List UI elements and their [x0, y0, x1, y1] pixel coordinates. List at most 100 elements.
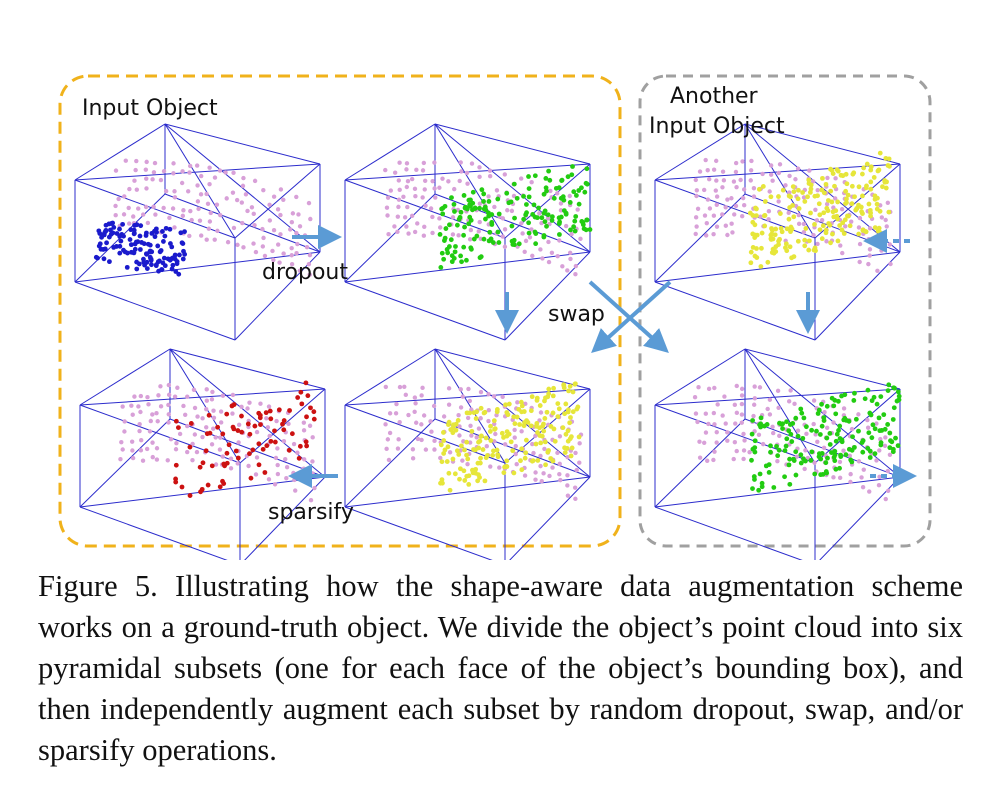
- point: [791, 254, 797, 260]
- point: [270, 248, 275, 254]
- point: [272, 428, 277, 434]
- point: [519, 221, 524, 226]
- point: [860, 171, 865, 177]
- point: [587, 227, 593, 232]
- box-edge: [434, 193, 591, 253]
- point: [752, 449, 758, 455]
- point: [877, 208, 883, 214]
- point: [152, 228, 157, 234]
- point: [97, 231, 103, 236]
- point: [125, 250, 130, 256]
- another-object-label-line1: Another: [670, 84, 758, 109]
- point: [294, 230, 299, 236]
- point: [733, 169, 739, 175]
- point: [514, 462, 519, 467]
- point: [501, 435, 506, 440]
- point: [295, 450, 300, 455]
- point: [272, 439, 278, 445]
- point: [801, 229, 807, 235]
- point: [234, 197, 240, 203]
- point: [804, 431, 809, 437]
- point: [787, 244, 793, 250]
- point: [97, 241, 103, 247]
- point: [752, 253, 758, 259]
- point: [832, 458, 838, 464]
- point: [572, 381, 578, 387]
- point: [514, 414, 520, 420]
- point: [567, 200, 573, 205]
- point: [756, 487, 762, 493]
- point: [866, 236, 871, 242]
- point: [816, 407, 822, 413]
- point: [747, 210, 753, 216]
- point: [143, 251, 149, 257]
- point: [478, 455, 483, 461]
- point: [539, 479, 544, 484]
- point: [695, 206, 701, 211]
- swap-label: swap: [548, 302, 605, 327]
- point: [706, 386, 712, 392]
- point: [549, 214, 555, 220]
- point: [518, 399, 524, 405]
- point: [292, 477, 297, 483]
- point: [120, 404, 125, 409]
- box-edge: [819, 476, 901, 560]
- point: [547, 177, 553, 183]
- point: [99, 234, 104, 240]
- point: [861, 467, 866, 472]
- point: [217, 447, 223, 452]
- point: [468, 217, 474, 223]
- point: [807, 168, 812, 173]
- box-edge: [79, 348, 171, 406]
- point: [149, 262, 154, 268]
- point: [220, 393, 226, 398]
- point: [239, 413, 244, 419]
- point: [730, 230, 735, 235]
- point: [457, 476, 462, 482]
- point: [192, 405, 198, 411]
- point: [196, 206, 201, 212]
- point: [306, 261, 312, 267]
- box-input-blue: [74, 123, 321, 341]
- point: [245, 406, 250, 411]
- point: [397, 384, 403, 390]
- point: [533, 441, 539, 447]
- point: [443, 226, 449, 231]
- point: [200, 434, 205, 440]
- point: [441, 438, 447, 443]
- point: [512, 421, 518, 427]
- point: [419, 393, 424, 398]
- point: [555, 191, 560, 196]
- point: [260, 244, 266, 249]
- box-edge: [434, 123, 591, 165]
- point: [224, 460, 230, 466]
- point: [567, 420, 573, 426]
- point: [533, 470, 538, 475]
- point: [877, 428, 883, 434]
- point: [159, 267, 164, 272]
- box-edge: [434, 348, 591, 478]
- point: [460, 458, 465, 463]
- point: [154, 446, 160, 451]
- point: [557, 461, 562, 466]
- point: [288, 227, 293, 232]
- point: [160, 229, 165, 234]
- point: [476, 472, 481, 478]
- point: [207, 219, 213, 224]
- point: [539, 215, 545, 221]
- point: [236, 440, 241, 445]
- point: [107, 259, 112, 265]
- point: [570, 389, 576, 395]
- point: [197, 464, 203, 470]
- point: [772, 232, 778, 238]
- point: [571, 189, 577, 195]
- point: [492, 204, 497, 210]
- point: [545, 394, 551, 400]
- point: [504, 190, 510, 196]
- point: [529, 227, 534, 232]
- point: [577, 441, 582, 446]
- point: [558, 195, 564, 201]
- point: [210, 389, 215, 395]
- point: [893, 435, 898, 441]
- point: [502, 227, 508, 232]
